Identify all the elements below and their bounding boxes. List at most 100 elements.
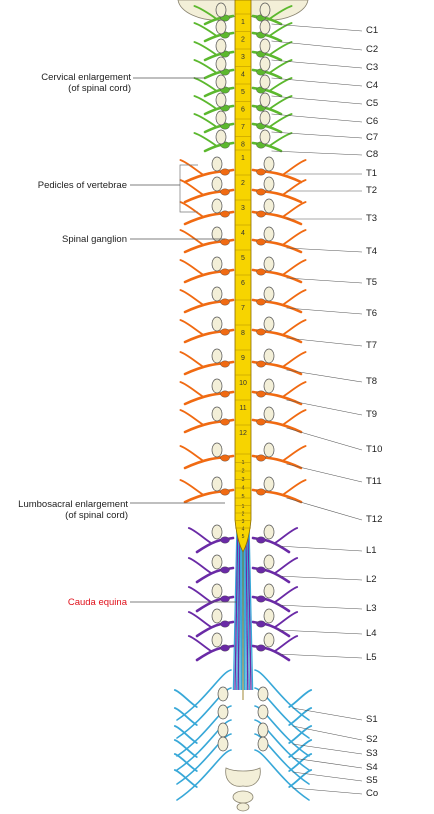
nerve-label-t6: T6 — [366, 308, 378, 319]
vertebral-pedicle — [211, 316, 223, 332]
leader-nerve-l2 — [277, 575, 363, 581]
vertebral-pedicle — [215, 2, 227, 18]
nerve-branch — [179, 159, 204, 176]
vertebral-pedicle — [259, 19, 271, 35]
nerve-label-l5: L5 — [366, 652, 377, 663]
vertebral-pedicle — [211, 583, 223, 599]
segment-number: 12 — [239, 430, 247, 437]
leader-nerve-s3 — [292, 743, 363, 755]
spinal-cord-body — [234, 0, 252, 553]
vertebral-pedicle — [259, 74, 271, 90]
leader-nerve-c2 — [271, 40, 363, 51]
segment-number: 7 — [241, 124, 245, 131]
leader-nerve-t10 — [286, 427, 363, 451]
segment-number: 2 — [241, 180, 245, 187]
leader-nerve-t5 — [286, 277, 363, 284]
vertebral-pedicle — [211, 476, 223, 492]
vertebral-pedicle — [263, 632, 275, 648]
spinal-ganglion — [220, 595, 230, 603]
vertebral-pedicle — [263, 476, 275, 492]
segment-number: 9 — [241, 355, 245, 362]
nerve-label-l2: L2 — [366, 574, 377, 585]
spinal-ganglion — [256, 298, 266, 306]
nerve-branch — [282, 319, 307, 336]
vertebral-pedicle — [215, 92, 227, 108]
vertebral-pedicle — [263, 378, 275, 394]
spinal-nerve-t3 — [183, 210, 235, 226]
nerve-branch — [179, 445, 204, 462]
nerve-branch — [274, 611, 299, 628]
leader-nerve-l5 — [277, 653, 363, 659]
spinal-nerve-t5 — [251, 268, 303, 284]
spinal-ganglion — [220, 268, 230, 276]
spinal-ganglion — [256, 644, 266, 652]
vertebral-pedicle — [215, 110, 227, 126]
nerve-branch — [179, 319, 204, 336]
leader-nerve-t4 — [286, 247, 363, 253]
leader-nerve-t8 — [286, 369, 363, 383]
nerve-branch — [193, 132, 218, 147]
spinal-ganglion — [256, 168, 266, 176]
spinal-nerve-t2 — [183, 188, 235, 204]
nerve-branch — [193, 59, 218, 74]
segment-number: 6 — [241, 280, 245, 287]
nerve-label-c5: C5 — [366, 98, 379, 109]
segment-number: 1 — [241, 19, 245, 26]
label-pedicles-of-vertebrae: Pedicles of vertebrae — [37, 180, 127, 191]
spinal-nerve-t9 — [183, 390, 235, 406]
nerve-branch — [193, 5, 218, 20]
nerve-branch — [173, 689, 198, 708]
spinal-ganglion — [256, 328, 266, 336]
vertebral-pedicle — [211, 554, 223, 570]
spinal-nerve-s4 — [254, 719, 310, 771]
spinal-nerve-l5 — [251, 644, 291, 662]
nerve-label-c3: C3 — [366, 62, 379, 73]
nerve-label-s2: S2 — [366, 734, 378, 745]
nerve-branch — [193, 41, 218, 56]
vertebral-pedicle — [263, 226, 275, 242]
segment-number: 11 — [239, 405, 246, 412]
leader-nerve-s5 — [292, 771, 363, 782]
nerve-branch — [282, 445, 307, 462]
sacrum-tip — [225, 767, 261, 787]
nerve-branch — [187, 586, 212, 603]
callout-leaders — [130, 23, 363, 795]
leader-nerve-t7 — [286, 337, 363, 347]
nerve-branch — [268, 41, 293, 56]
vertebral-pedicles — [211, 2, 275, 752]
nerve-branch — [179, 409, 204, 426]
vertebral-pedicle — [257, 736, 269, 752]
nerve-branch — [282, 201, 307, 218]
nerve-branch — [274, 635, 299, 652]
nerve-branch — [187, 557, 212, 574]
segment-number: 5 — [242, 534, 245, 540]
segment-number: 7 — [241, 305, 245, 312]
nerve-branch — [268, 59, 293, 74]
leader-nerve-co — [292, 787, 363, 795]
leader-nerve-c8 — [271, 150, 363, 156]
vertebral-pedicle — [211, 226, 223, 242]
vertebral-pedicle — [217, 722, 229, 738]
nerve-branch — [173, 739, 198, 758]
spinal-nerve-l3 — [195, 595, 235, 613]
vertebral-pedicle — [215, 74, 227, 90]
nerve-label-t1: T1 — [366, 168, 378, 179]
spinal-ganglion — [220, 328, 230, 336]
segment-number: 3 — [242, 519, 245, 525]
nerve-branch — [193, 77, 218, 92]
spinal-nerve-l4 — [195, 620, 235, 638]
spinal-nerve-t6 — [183, 298, 235, 314]
label-cauda-equina: Cauda equina — [67, 597, 127, 608]
segment-number: 4 — [241, 486, 244, 492]
segment-number: 8 — [241, 330, 245, 337]
segment-number: 3 — [241, 477, 244, 483]
nerve-branch — [282, 259, 307, 276]
spinal-nerve-t1 — [183, 168, 235, 184]
nerve-branch — [288, 707, 313, 726]
leader-nerve-l3 — [277, 604, 363, 610]
nerve-branch — [173, 725, 198, 744]
vertebral-pedicle — [215, 19, 227, 35]
nerve-branch — [288, 725, 313, 744]
